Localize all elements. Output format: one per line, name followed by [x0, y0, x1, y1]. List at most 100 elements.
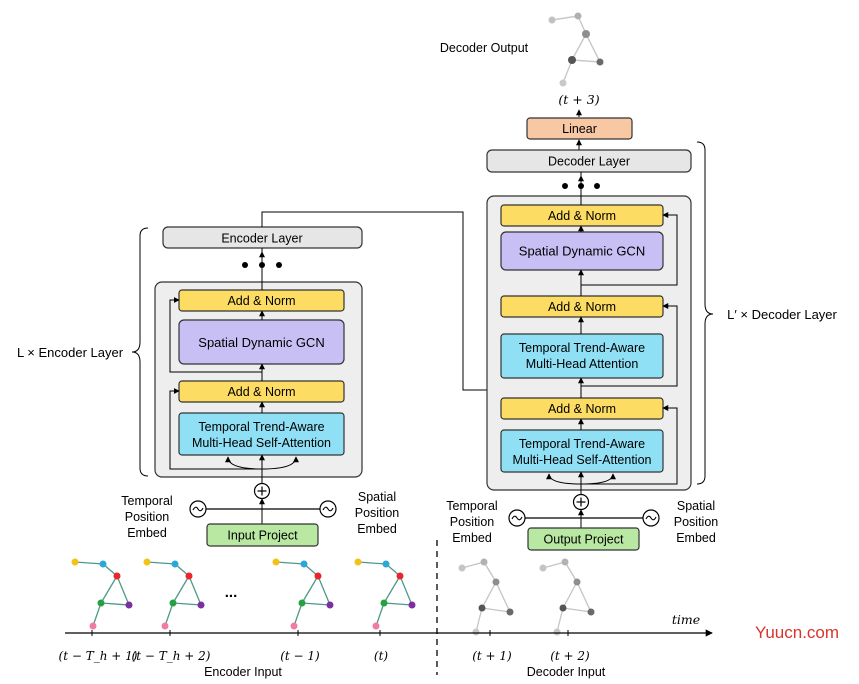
pose-bone — [188, 575, 202, 606]
pose-joint — [573, 578, 581, 586]
tick-label-3: (t − 1) — [280, 649, 320, 663]
pose-joint — [354, 558, 362, 566]
pose-joint — [506, 608, 514, 616]
decoder-self-attention-line1: Temporal Trend-Aware — [519, 437, 645, 451]
decoder-add-norm-bottom-label: Add & Norm — [548, 402, 616, 416]
tick-label-5: (t + 1) — [472, 649, 512, 663]
encoder-temporal-embed-l2: Position — [125, 510, 170, 524]
pose-joint — [169, 599, 177, 607]
pose-joint — [408, 601, 416, 609]
encoder-spatial-embed-l1: Spatial — [358, 490, 396, 504]
time-axis-label: time — [672, 612, 700, 627]
pose-bone — [301, 602, 331, 606]
pose-bone — [293, 602, 303, 627]
encoder-layer-count: L × Encoder Layer — [17, 345, 124, 360]
pose-joint — [298, 599, 306, 607]
pose-bone — [275, 561, 305, 565]
decoder-add-norm-top-label: Add & Norm — [548, 209, 616, 223]
decoder-output-label: Decoder Output — [440, 41, 529, 55]
pose-joint — [290, 622, 298, 630]
pose-bone — [100, 575, 118, 604]
decoder-self-attention-line2: Multi-Head Self-Attention — [513, 453, 652, 467]
tick-label-4: (t) — [374, 649, 389, 663]
encoder-input-label: Encoder Input — [204, 665, 282, 679]
encoder-add-norm-top-label: Add & Norm — [227, 294, 295, 308]
input-pose-skeleton — [354, 558, 416, 630]
pose-bone — [483, 561, 497, 583]
input-pose-skeleton — [272, 558, 334, 630]
pose-bone — [301, 575, 319, 604]
decoder-temporal-embed-l1: Temporal — [446, 499, 497, 513]
input-project-box — [206, 523, 319, 547]
pose-joint — [161, 622, 169, 630]
pose-bone — [383, 575, 401, 604]
pose-joint — [326, 601, 334, 609]
pose-joint — [171, 560, 179, 568]
pose-joint — [272, 558, 280, 566]
decoder-stack-ellipsis — [562, 183, 600, 189]
encoder-brace — [131, 227, 149, 477]
pose-bone — [481, 581, 497, 609]
pose-bone — [172, 575, 190, 604]
pose-joint — [561, 558, 569, 566]
decoder-cross-attention-line1: Temporal Trend-Aware — [519, 341, 645, 355]
pose-bone — [562, 607, 592, 613]
pose-bone — [146, 561, 176, 565]
encoder-attention-line1: Temporal Trend-Aware — [198, 420, 324, 434]
pose-joint — [125, 601, 133, 609]
decoder-layer-count: L′ × Decoder Layer — [727, 307, 837, 322]
pose-joint — [382, 560, 390, 568]
pose-joint — [539, 564, 547, 572]
pose-bone — [564, 561, 578, 583]
encoder-attention-line2: Multi-Head Self-Attention — [192, 436, 331, 450]
decoder-cross-attention-line2: Multi-Head Attention — [526, 357, 639, 371]
pose-joint — [492, 578, 500, 586]
decoder-spatial-gcn-label: Spatial Dynamic GCN — [519, 244, 645, 259]
input-pose-skeleton — [71, 558, 133, 630]
pose-joint — [372, 622, 380, 630]
pose-joint — [314, 572, 322, 580]
pose-joint — [143, 558, 151, 566]
encoder-input-ellipsis: ... — [225, 584, 238, 601]
pose-bone — [475, 607, 483, 633]
pose-bone — [461, 561, 485, 569]
tick-label-2: (t − T_h + 2) — [132, 649, 211, 663]
pose-joint — [480, 558, 488, 566]
pose-bone — [317, 575, 331, 606]
pose-bone — [172, 602, 202, 606]
decoder-layer-box — [486, 149, 692, 173]
pose-joint — [300, 560, 308, 568]
watermark-text: Yuucn.com — [755, 623, 839, 642]
pose-bone — [74, 561, 104, 565]
tick-label-6: (t + 2) — [550, 649, 590, 663]
decoder-spatial-embed-l3: Embed — [676, 531, 716, 545]
pose-bone — [399, 575, 413, 606]
pose-bone — [164, 602, 174, 627]
pose-joint — [559, 604, 567, 612]
pose-bone — [116, 575, 130, 606]
pose-joint — [553, 628, 561, 636]
encoder-spatial-embed-l2: Position — [355, 506, 400, 520]
output-project-box — [527, 527, 640, 551]
pose-bone — [576, 581, 592, 613]
pose-joint — [99, 560, 107, 568]
linear-box — [526, 117, 633, 140]
pose-bone — [556, 607, 564, 633]
pose-joint — [587, 608, 595, 616]
encoder-spatial-embed-l3: Embed — [357, 522, 397, 536]
pose-joint — [478, 604, 486, 612]
decoder-spatial-embed-l1: Spatial — [677, 499, 715, 513]
decoder-temporal-embed-l2: Position — [450, 515, 495, 529]
input-pose-skeleton — [458, 558, 514, 636]
decoder-temporal-embed-l3: Embed — [452, 531, 492, 545]
encoder-stack-ellipsis — [242, 262, 282, 268]
decoder-spatial-embed-l2: Position — [674, 515, 719, 529]
pose-bone — [383, 602, 413, 606]
decoder-input-label: Decoder Input — [527, 665, 606, 679]
encoder-spatial-gcn-label: Spatial Dynamic GCN — [198, 335, 324, 350]
pose-joint — [458, 564, 466, 572]
pose-bone — [92, 602, 102, 627]
pose-joint — [71, 558, 79, 566]
encoder-layer-label: Encoder Layer — [221, 232, 302, 246]
